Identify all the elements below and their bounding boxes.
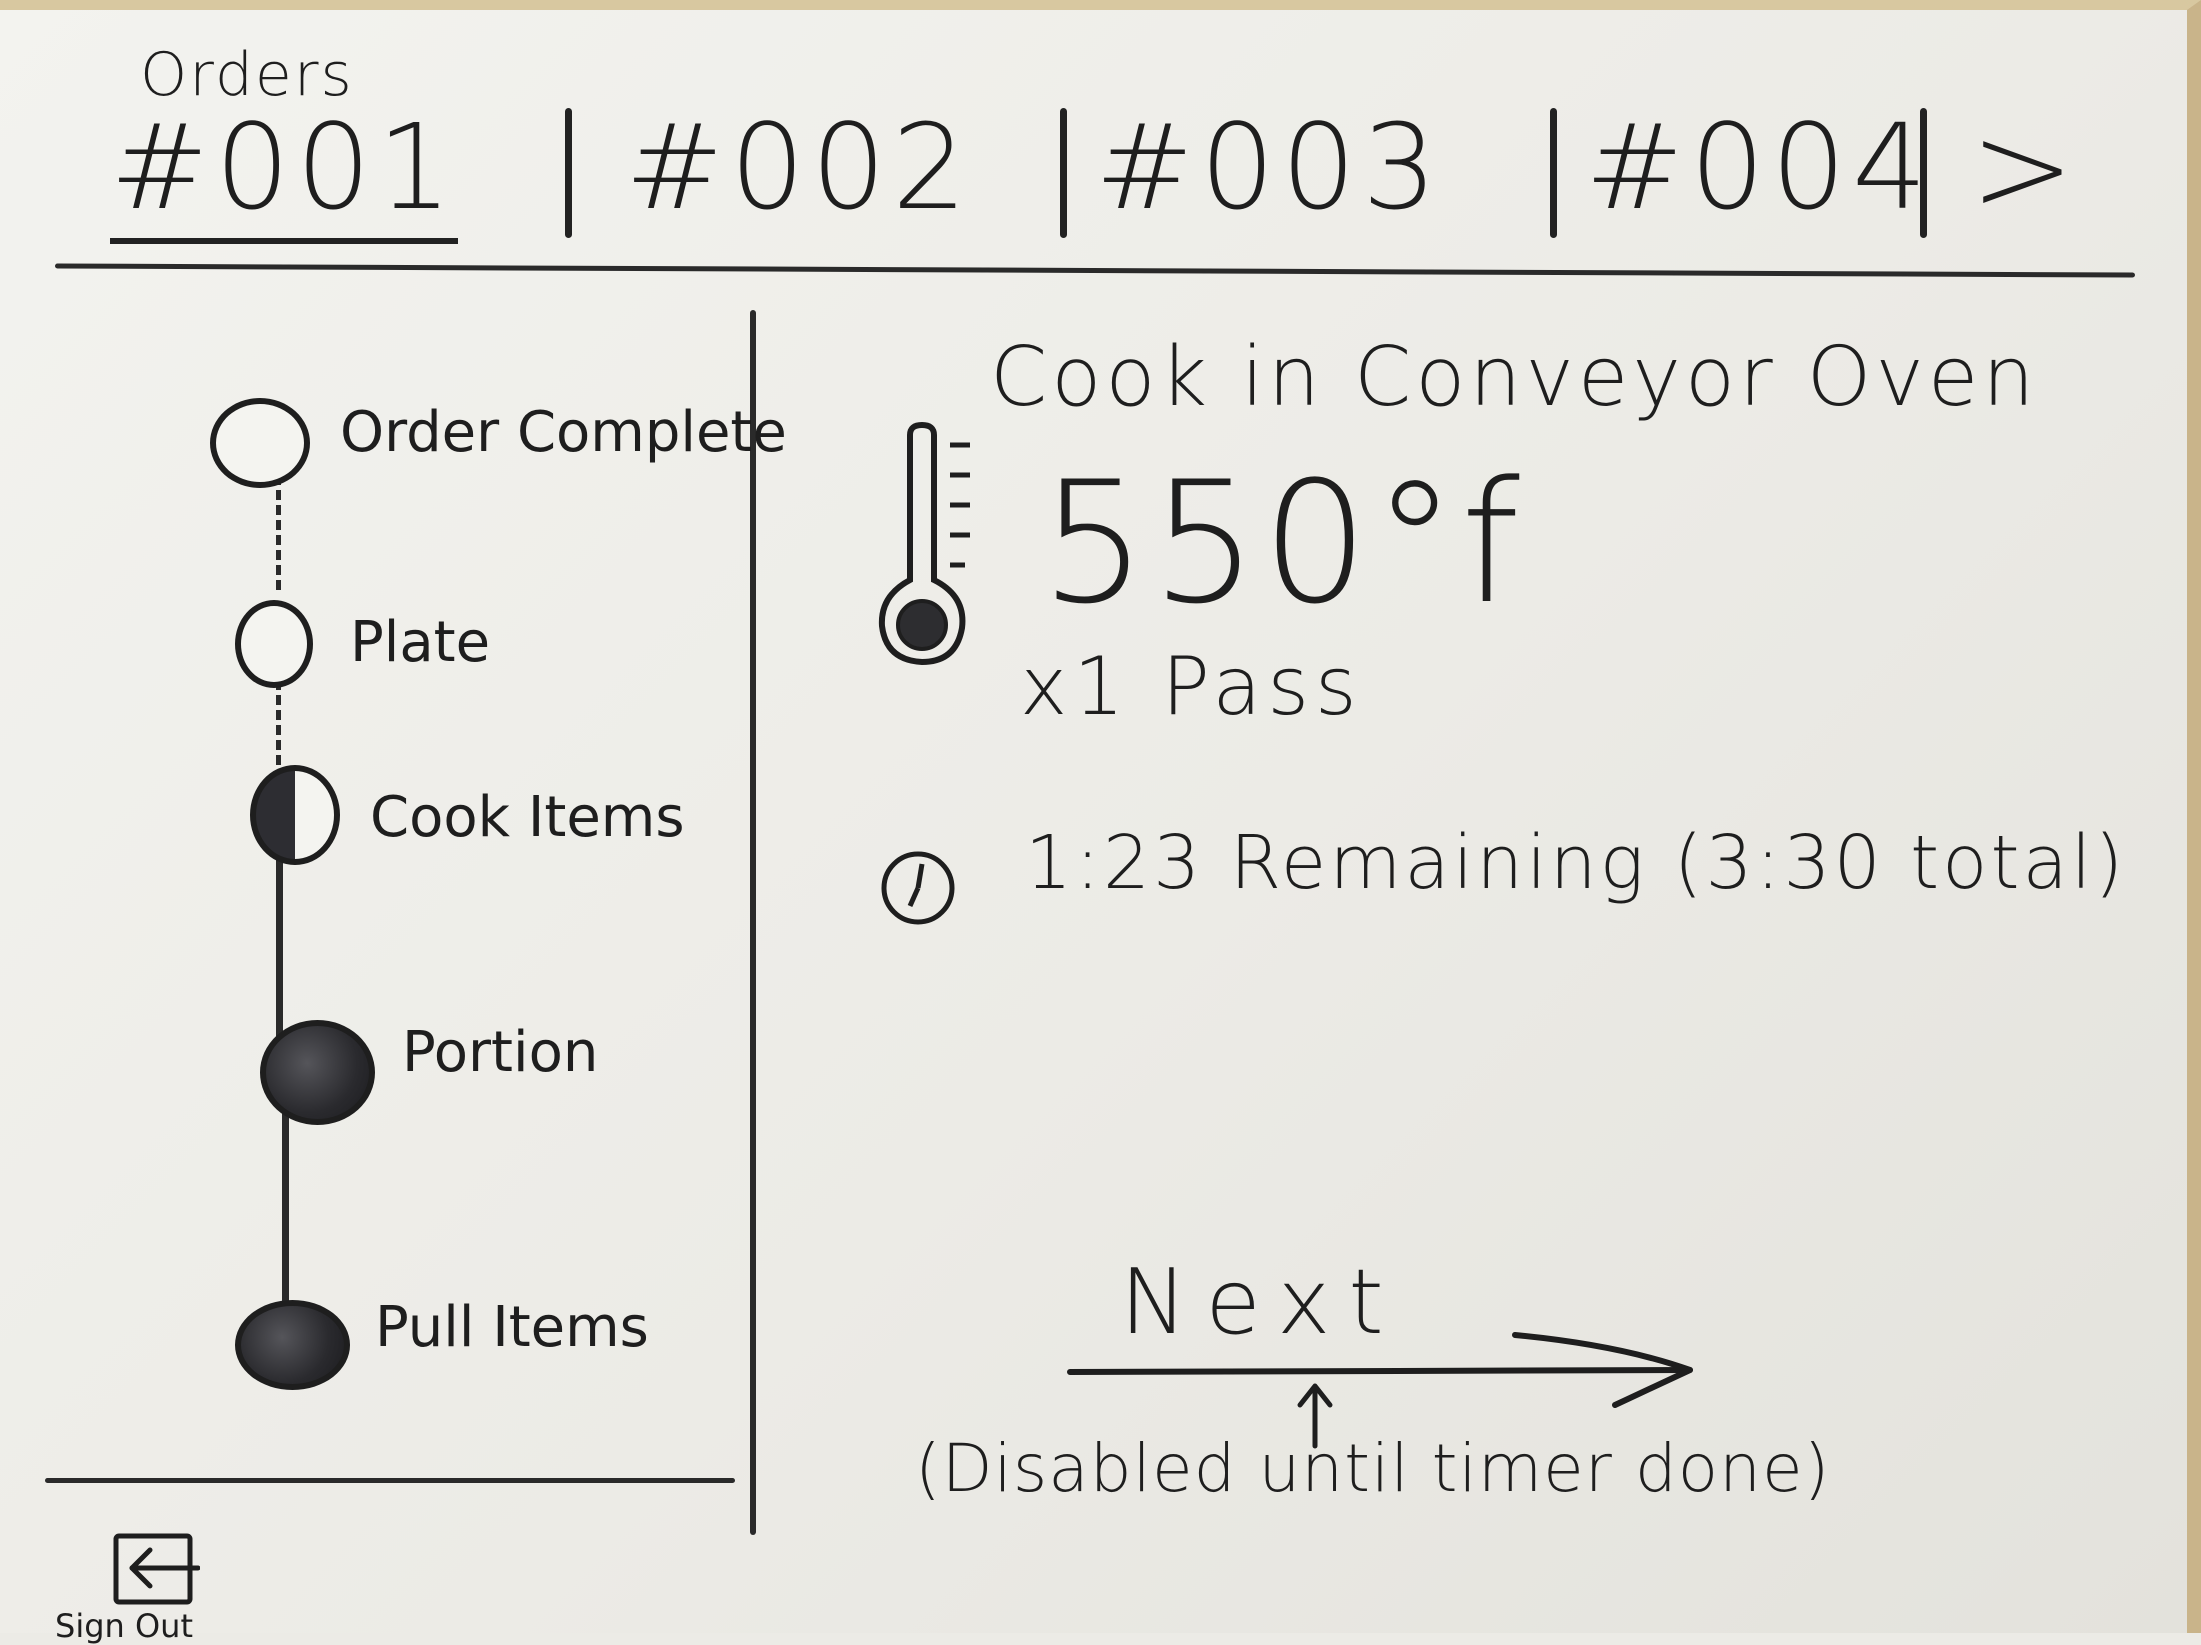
- step-status-circle: [260, 1020, 375, 1125]
- step-label: Pull Items: [375, 1295, 649, 1360]
- clock-icon: [881, 851, 955, 925]
- header-divider: [54, 263, 2136, 278]
- tab-order-004[interactable]: #004: [1585, 98, 1934, 236]
- tab-divider: [1060, 108, 1067, 238]
- timeline-step-order-complete[interactable]: Order Complete: [200, 390, 787, 500]
- timer-remaining: 1:23 Remaining (3:30 total): [1025, 820, 2127, 906]
- sign-out-icon: [113, 1533, 200, 1605]
- step-label: Cook Items: [370, 785, 685, 850]
- tab-order-003[interactable]: #003: [1095, 98, 1444, 236]
- arrow-right-icon: [1067, 1332, 1693, 1408]
- timeline-connector: [276, 835, 283, 1040]
- timeline-connector: [276, 680, 281, 780]
- step-status-circle: [235, 600, 313, 688]
- step-status-circle: [250, 765, 340, 865]
- sign-out-label: Sign Out: [55, 1607, 193, 1645]
- tab-divider: [1920, 108, 1927, 238]
- tab-divider: [565, 108, 572, 238]
- step-label: Portion: [402, 1020, 599, 1085]
- next-button[interactable]: Next: [1060, 1250, 1720, 1410]
- step-status-circle: [235, 1300, 350, 1390]
- order-tabs: #001 #002 #003 #004 >: [110, 96, 2110, 258]
- next-orders-arrow-icon[interactable]: >: [1970, 96, 2075, 241]
- step-status-circle: [210, 398, 310, 488]
- orders-label: Orders: [140, 40, 354, 110]
- arrow-up-icon: [1297, 1383, 1333, 1449]
- thermometer-icon: [878, 421, 970, 666]
- step-title: Cook in Conveyor Oven: [990, 330, 2039, 425]
- sidebar-divider: [750, 310, 756, 1535]
- timeline-connector: [276, 460, 281, 590]
- next-button-label: Next: [1120, 1250, 1402, 1355]
- progress-timeline: Order Complete Plate Cook Items Portion …: [200, 370, 787, 1420]
- timeline-step-portion[interactable]: Portion: [200, 1020, 760, 1130]
- timeline-step-plate[interactable]: Plate: [200, 590, 760, 700]
- oven-temperature: 550°f: [1040, 445, 1524, 641]
- step-label: Plate: [350, 610, 491, 675]
- sidebar-bottom-divider: [45, 1478, 735, 1483]
- timeline-step-cook-items[interactable]: Cook Items: [200, 765, 760, 875]
- next-disabled-note: (Disabled until timer done): [915, 1430, 1831, 1507]
- tab-order-001[interactable]: #001: [110, 98, 459, 244]
- pass-count: x1 Pass: [1020, 640, 1363, 733]
- tab-divider: [1550, 108, 1557, 238]
- sign-out-button[interactable]: Sign Out: [50, 1525, 280, 1645]
- timeline-connector: [282, 1100, 289, 1350]
- timeline-step-pull-items[interactable]: Pull Items: [200, 1295, 760, 1410]
- tab-order-002[interactable]: #002: [625, 98, 974, 236]
- step-label: Order Complete: [340, 400, 787, 465]
